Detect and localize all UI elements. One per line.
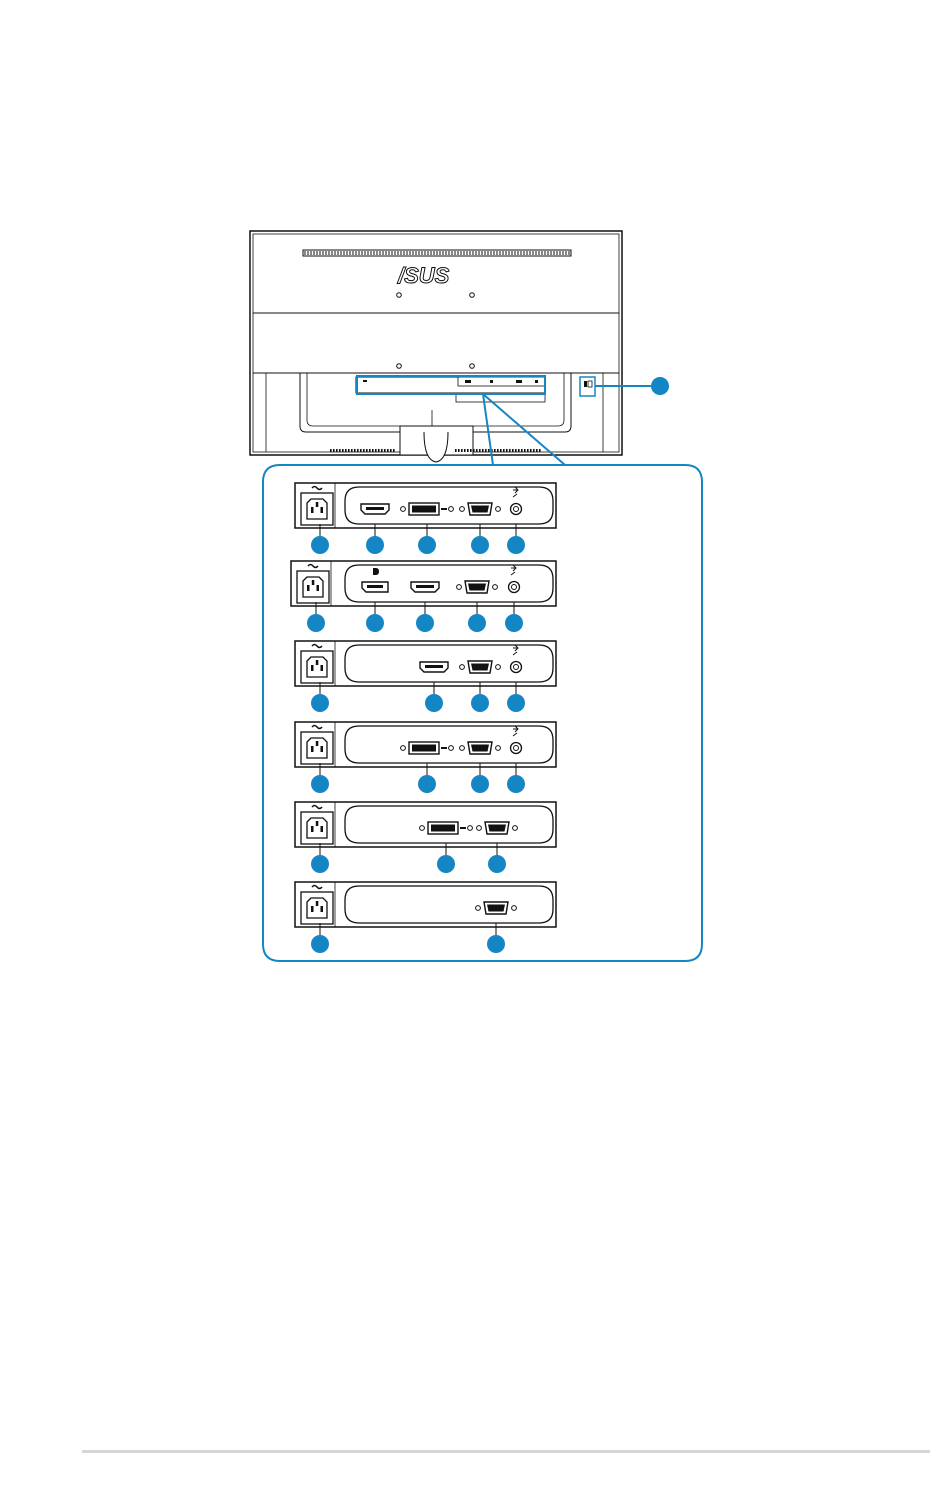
callout-marker [311, 935, 329, 953]
callout-marker [437, 855, 455, 873]
callout-marker [507, 694, 525, 712]
callout-marker [471, 694, 489, 712]
callout-marker [311, 694, 329, 712]
displayport-port [362, 582, 388, 592]
callout-marker [311, 536, 329, 554]
hdmi-port [411, 582, 439, 592]
footer-rule [82, 1450, 930, 1453]
monitor-back: /SUS [250, 231, 622, 462]
kensington-lock-slot [580, 377, 595, 396]
callout-kensington [651, 377, 669, 395]
callout-marker [311, 775, 329, 793]
callout-marker [468, 614, 486, 632]
callout-marker [425, 694, 443, 712]
ac-power-socket [301, 651, 333, 683]
callout-marker [366, 614, 384, 632]
callout-marker [507, 536, 525, 554]
displayport-icon [373, 568, 379, 575]
callout-marker [418, 536, 436, 554]
callout-marker [507, 775, 525, 793]
hdmi-port [361, 504, 389, 514]
callout-marker [311, 855, 329, 873]
callout-marker [418, 775, 436, 793]
ac-power-socket [297, 571, 329, 603]
ac-power-socket [301, 732, 333, 764]
hdmi-port [420, 662, 448, 672]
callout-marker [505, 614, 523, 632]
ac-power-socket [301, 812, 333, 844]
callout-marker [471, 775, 489, 793]
brand-logo: /SUS [397, 263, 450, 288]
callout-marker [366, 536, 384, 554]
ac-power-socket [301, 493, 333, 525]
callout-marker [307, 614, 325, 632]
callout-marker [416, 614, 434, 632]
ac-power-socket [301, 892, 333, 924]
callout-marker [488, 855, 506, 873]
callout-marker [471, 536, 489, 554]
callout-marker [487, 935, 505, 953]
